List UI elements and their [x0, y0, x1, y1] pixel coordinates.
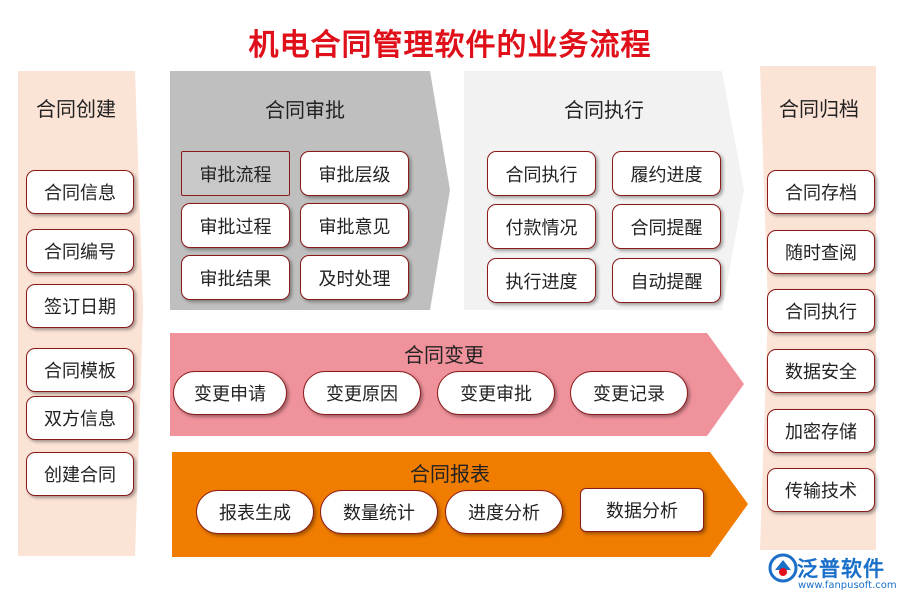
report-item-1: 报表生成	[196, 490, 314, 534]
left-item-6: 创建合同	[26, 452, 134, 496]
execution-item-2: 履约进度	[612, 151, 721, 196]
report-item-4: 数据分析	[580, 488, 704, 532]
execution-item-6: 自动提醒	[612, 258, 721, 303]
execution-item-4: 合同提醒	[612, 204, 721, 249]
execution-panel-shape	[464, 71, 744, 310]
execution-item-5: 执行进度	[487, 258, 596, 303]
change-item-3: 变更审批	[437, 371, 555, 415]
change-item-4: 变更记录	[570, 371, 688, 415]
execution-item-3: 付款情况	[487, 204, 596, 249]
report-item-3: 进度分析	[445, 490, 563, 534]
right-item-4: 数据安全	[767, 349, 875, 393]
right-panel-header: 合同归档	[779, 97, 859, 121]
right-item-3: 合同执行	[767, 289, 875, 333]
approval-panel-header: 合同审批	[265, 98, 345, 122]
change-item-1: 变更申请	[173, 371, 287, 415]
right-item-1: 合同存档	[767, 170, 875, 214]
approval-item-4: 审批意见	[300, 203, 409, 248]
execution-item-1: 合同执行	[487, 151, 596, 196]
logo-text: 泛普软件	[797, 557, 885, 581]
approval-item-2: 审批层级	[300, 151, 409, 196]
approval-item-3: 审批过程	[181, 203, 290, 248]
change-item-2: 变更原因	[303, 371, 421, 415]
fanpu-logo-icon	[768, 553, 798, 583]
execution-panel-header: 合同执行	[564, 98, 644, 122]
logo-url: www.fanpusoft.com	[798, 580, 897, 591]
left-item-2: 合同编号	[26, 229, 134, 273]
left-item-5: 双方信息	[26, 396, 134, 440]
left-panel-header: 合同创建	[36, 97, 116, 121]
right-item-5: 加密存储	[767, 409, 875, 453]
right-item-2: 随时查阅	[767, 230, 875, 274]
left-item-1: 合同信息	[26, 170, 134, 214]
approval-item-1: 审批流程	[181, 151, 290, 196]
left-item-3: 签订日期	[26, 284, 134, 328]
change-panel-header: 合同变更	[404, 343, 484, 367]
report-panel-header: 合同报表	[410, 462, 490, 486]
approval-item-5: 审批结果	[181, 255, 290, 300]
left-item-4: 合同模板	[26, 348, 134, 392]
approval-item-6: 及时处理	[300, 255, 409, 300]
report-item-2: 数量统计	[320, 490, 438, 534]
right-item-6: 传输技术	[767, 468, 875, 512]
diagram-title: 机电合同管理软件的业务流程	[248, 28, 652, 63]
